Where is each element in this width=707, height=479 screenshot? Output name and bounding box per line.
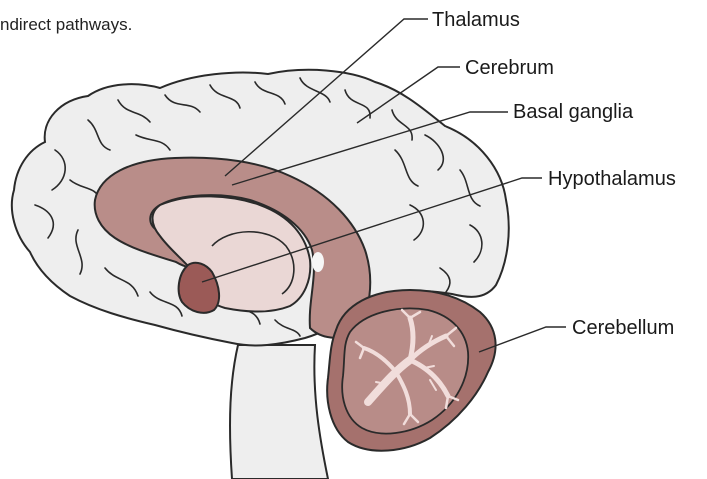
label-cerebrum: Cerebrum <box>465 57 554 79</box>
label-cerebellum: Cerebellum <box>572 317 674 339</box>
label-thalamus: Thalamus <box>432 9 520 31</box>
caption-fragment: ndirect pathways. <box>0 15 132 34</box>
ventricle-highlight <box>312 252 324 272</box>
brainstem <box>230 345 328 479</box>
label-hypothalamus: Hypothalamus <box>548 168 676 190</box>
label-basal-ganglia: Basal ganglia <box>513 101 634 123</box>
